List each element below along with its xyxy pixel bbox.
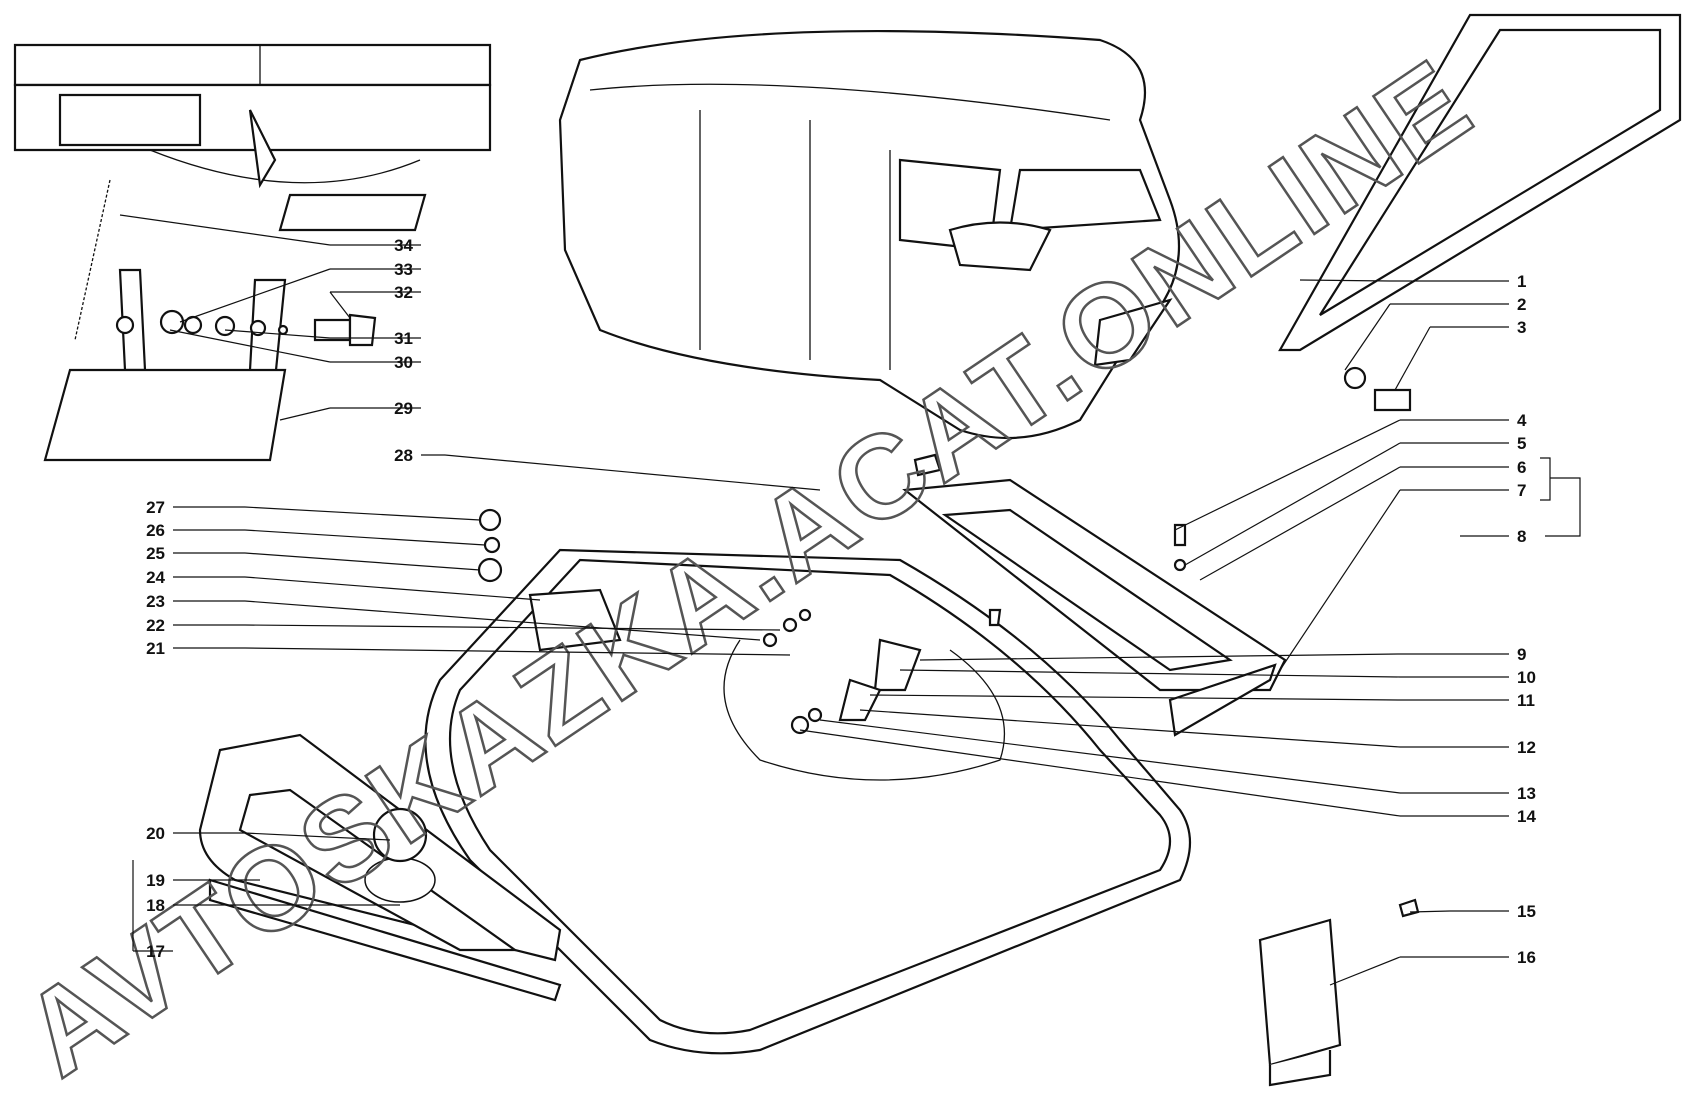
callout-5: 5	[1517, 434, 1526, 453]
callout-30: 30	[394, 353, 413, 372]
callout-3: 3	[1517, 318, 1526, 337]
leader-line-24-tail	[244, 576, 541, 601]
leader-line-22-tail	[244, 624, 781, 631]
leader-line-6-tail	[1199, 466, 1401, 581]
callout-33: 33	[394, 260, 413, 279]
leader-line-34-tail	[119, 214, 331, 246]
step-bracket-view	[13, 43, 492, 232]
callout-28: 28	[394, 446, 413, 465]
callout-23: 23	[146, 592, 165, 611]
floor-plate-left	[198, 733, 562, 1002]
van-body	[558, 29, 1181, 440]
callout-11: 11	[1517, 691, 1535, 710]
callout-17: 17	[146, 942, 165, 961]
callout-12: 12	[1517, 738, 1536, 757]
hatch-frame	[424, 548, 1191, 1055]
leader-line-12-tail	[859, 709, 1401, 748]
callout-7: 7	[1517, 481, 1526, 500]
callout-25: 25	[146, 544, 165, 563]
callout-8: 8	[1517, 527, 1526, 546]
callout-29: 29	[394, 399, 413, 418]
leader-line-15-tail	[1409, 910, 1451, 913]
callout-19: 19	[146, 871, 165, 890]
leader-line-2-tail	[1344, 303, 1391, 371]
hardware	[477, 453, 1420, 918]
group-bracket-8	[1540, 457, 1581, 537]
callout-4: 4	[1517, 411, 1527, 430]
callout-26: 26	[146, 521, 165, 540]
cover-plate	[1258, 918, 1342, 1087]
callout-10: 10	[1517, 668, 1536, 687]
leader-line-1-tail	[1299, 279, 1391, 282]
callout-21: 21	[146, 639, 165, 658]
leader-line-31-tail	[224, 329, 331, 339]
leader-line-5-tail	[1184, 442, 1401, 566]
leader-line-29-tail	[279, 407, 331, 421]
step-assembly	[43, 179, 377, 462]
callout-16: 16	[1517, 948, 1536, 967]
leader-line-20-tail	[244, 832, 391, 841]
leader-line-13-tail	[819, 719, 1401, 794]
grille-panel	[1278, 13, 1682, 412]
leader-line-28-tail	[444, 454, 821, 491]
callout-14: 14	[1517, 807, 1536, 826]
leader-line-16-tail	[1329, 956, 1401, 986]
leader-line-14-tail	[799, 729, 1401, 817]
callout-9: 9	[1517, 645, 1526, 664]
leader-line-23-tail	[244, 600, 761, 641]
leader-line-27-tail	[244, 506, 481, 521]
leader-line-25-tail	[244, 552, 481, 571]
callout-31: 31	[394, 329, 413, 348]
callout-18: 18	[146, 896, 165, 915]
leader-line-3-tail	[1394, 326, 1431, 391]
leader-line-21-tail	[244, 647, 791, 656]
callout-22: 22	[146, 616, 165, 635]
leader-line-11-tail	[869, 694, 1401, 701]
callout-1: 1	[1517, 272, 1526, 291]
callout-6: 6	[1517, 458, 1526, 477]
leader-line-7-tail	[1279, 489, 1401, 671]
leader-line-26-tail	[244, 529, 486, 546]
callout-20: 20	[146, 824, 165, 843]
leader-line-33-tail	[179, 268, 331, 323]
leader-line-10-tail	[899, 669, 1401, 678]
callout-27: 27	[146, 498, 165, 517]
leader-line-4-tail	[1174, 419, 1401, 531]
callout-34: 34	[394, 236, 413, 255]
callout-2: 2	[1517, 295, 1526, 314]
floor-plate-right	[902, 478, 1287, 737]
callout-15: 15	[1517, 902, 1536, 921]
callout-13: 13	[1517, 784, 1536, 803]
leader-line-32-tail	[329, 291, 351, 319]
leader-line-9-tail	[919, 653, 1401, 661]
callout-24: 24	[146, 568, 165, 587]
leader-line-30-tail	[169, 329, 331, 363]
callout-32: 32	[394, 283, 413, 302]
